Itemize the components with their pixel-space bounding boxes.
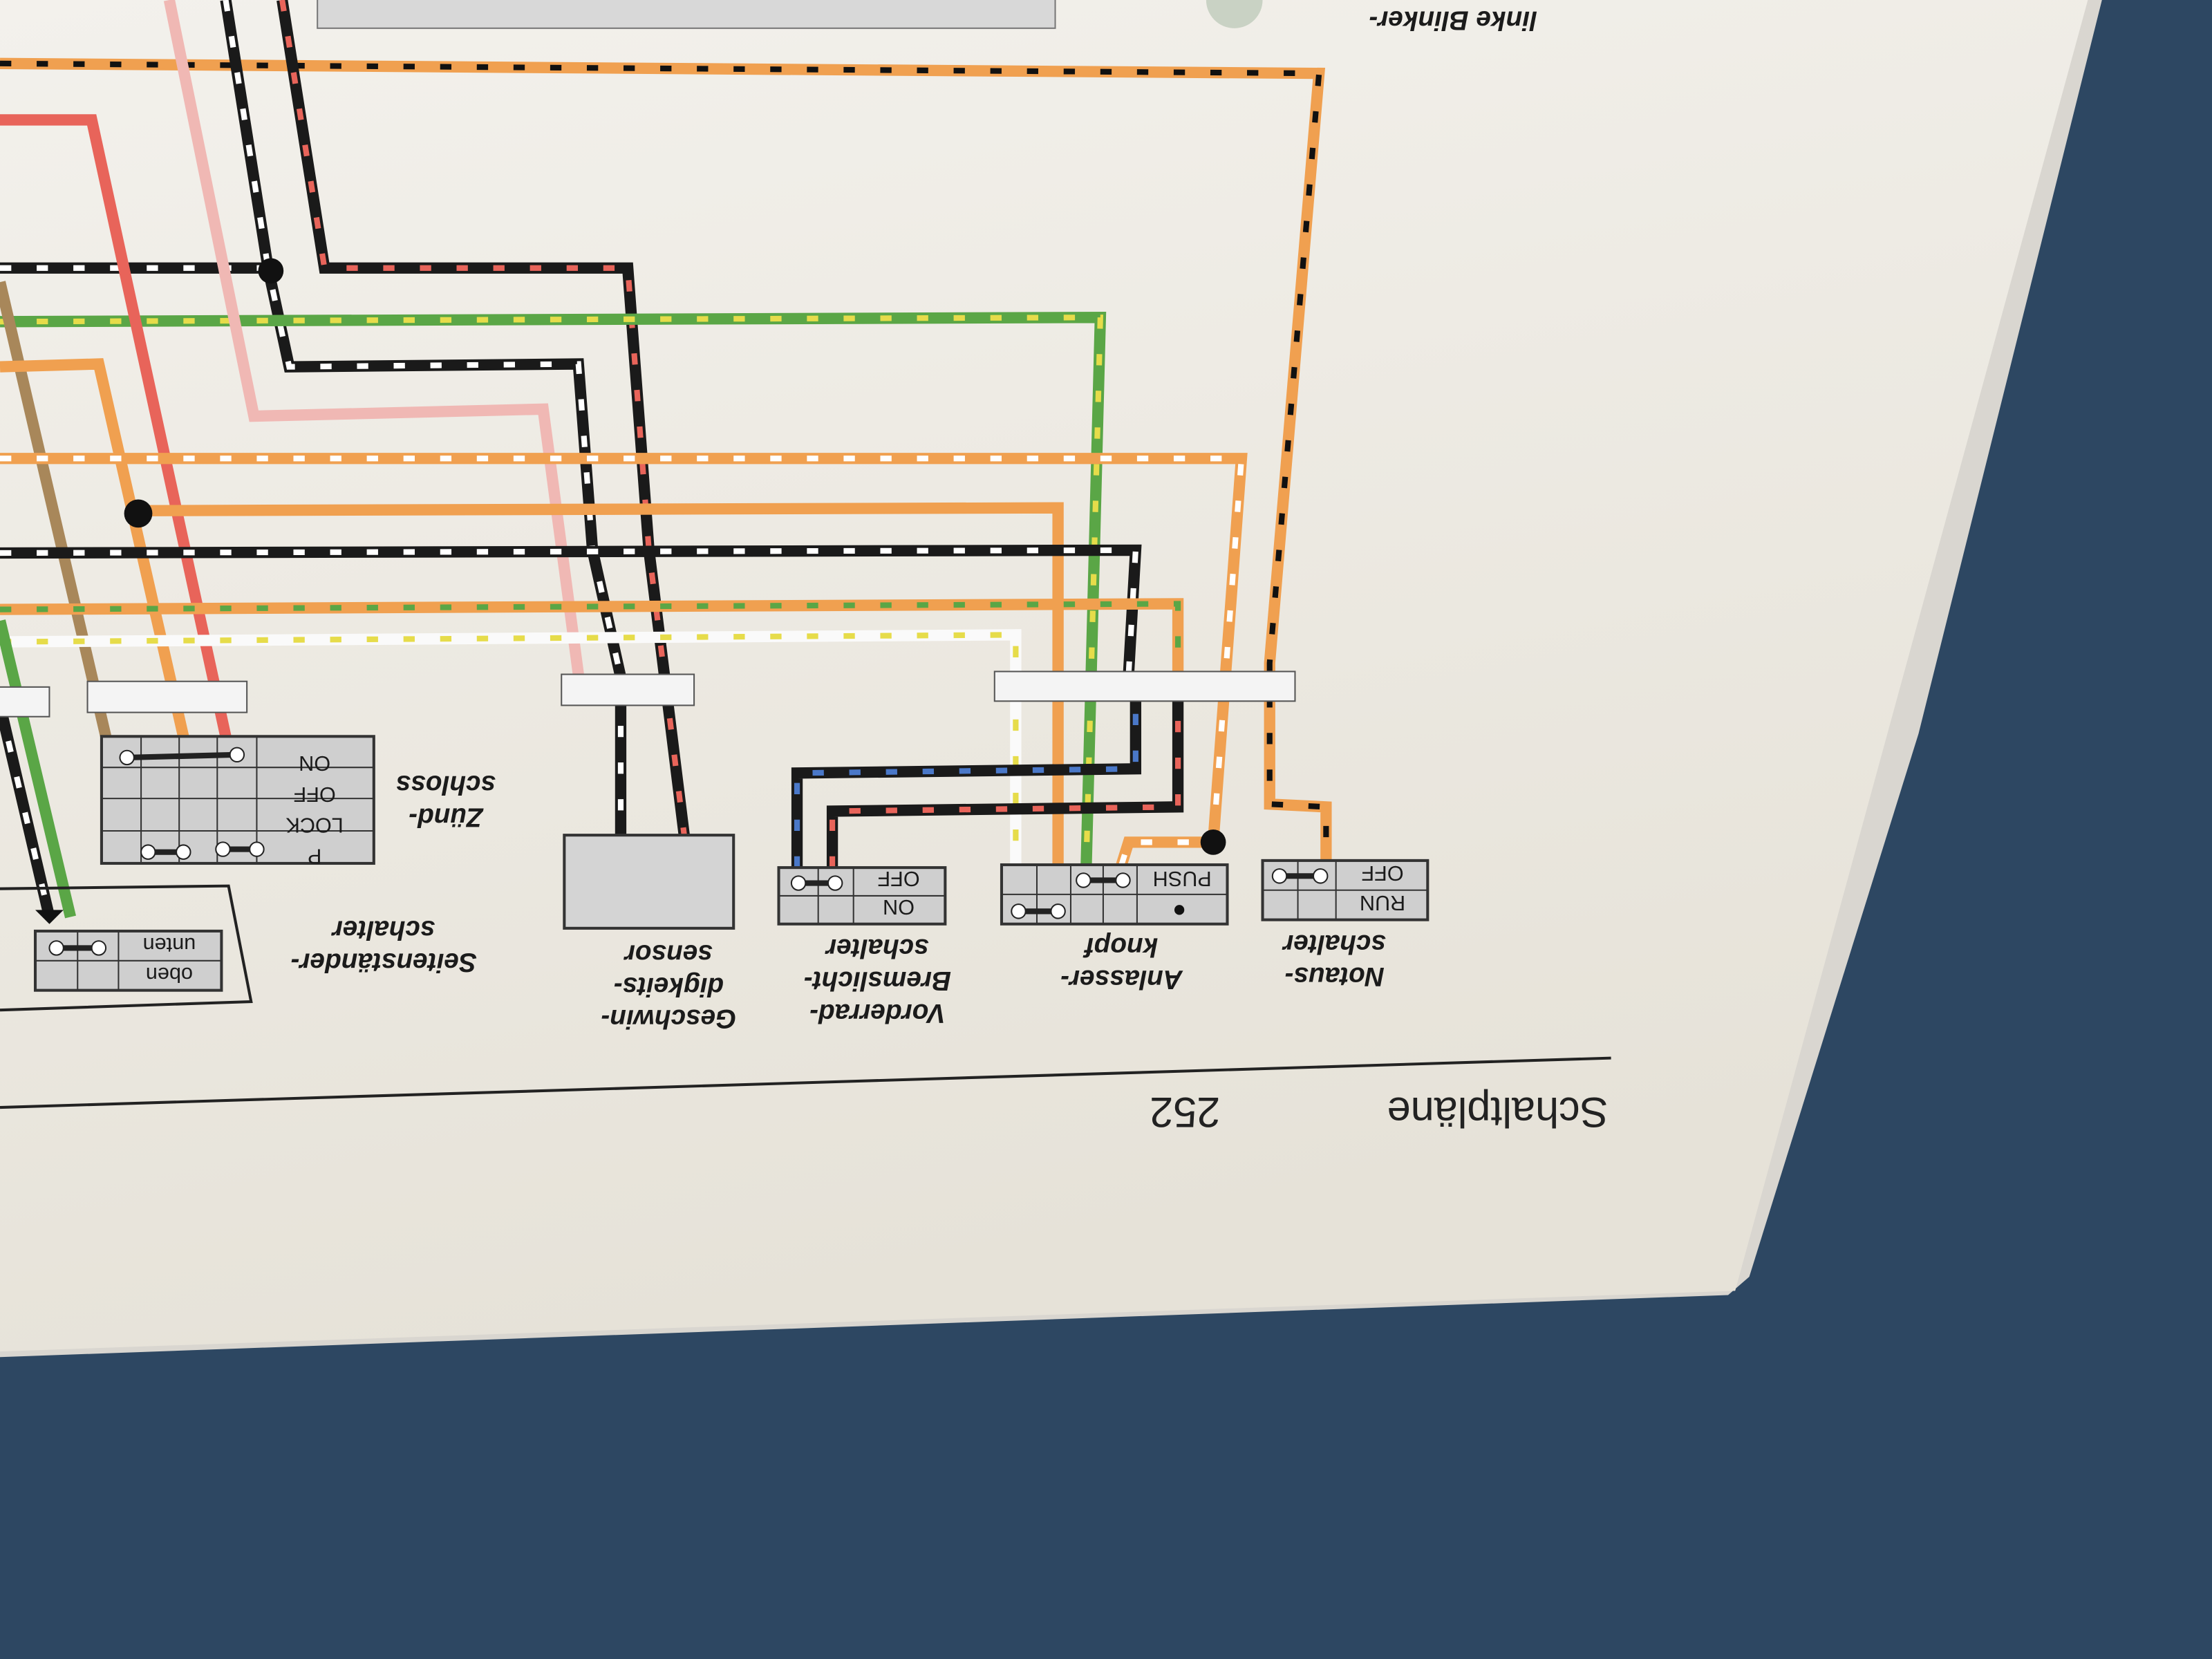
connector-left [0,686,50,718]
label-line: Zünd- [409,802,484,832]
ignition-pos-on: ON [299,751,330,775]
label-line: Seitenständer- [290,948,476,977]
wire-stripe-orange-black [0,60,1329,861]
speed-sensor-box [563,834,735,930]
label-line: Geschwin- [601,1004,736,1033]
label-left-indicator: linke Blinker- [1369,5,1537,35]
label-sidestand: Seitenständer- schalter [290,915,476,977]
indicator-lamp [1206,0,1263,28]
ignition-switch: P LOCK OFF ON [100,735,375,868]
wire-stripe-green-yellow [0,315,1104,865]
wire-red [0,114,232,738]
label-line: Vorderrad- [809,998,946,1028]
sidestand-pos-oben: oben [146,963,193,986]
label-ignition: Zünd- schloss [396,769,496,832]
label-line: knopf [1082,932,1159,962]
ignition-pos-lock: LOCK [285,814,344,837]
label-kill-switch: Notaus- schalter [1282,929,1386,991]
junction-dot [124,499,153,528]
label-line: Notaus- [1284,962,1384,991]
label-brake-switch: Vorderrad- Bremslicht- schalter [804,933,951,1028]
kill-pos-run: RUN [1360,891,1405,915]
front-brake-switch: ON OFF [777,866,947,926]
starter-button-switch: PUSH [1000,863,1229,926]
footer-rule [0,1056,1611,1109]
wire-orange-solid [138,502,1064,865]
wire-stripe-black-red-2 [830,701,1181,868]
ignition-pos-off: OFF [293,782,335,806]
connector-speed-sensor [561,673,695,706]
junction-dot [258,258,284,284]
page-number: 252 [1150,1089,1220,1136]
wire-stripe-black-white-3 [0,547,1139,675]
brake-pos-on: ON [883,895,915,919]
wire-green [0,619,76,919]
label-line: digkeits- [614,971,724,1001]
wire-brown [0,281,112,738]
label-line: schalter [825,933,929,963]
wire-black-red [276,0,690,836]
sidestand-switch: oben unten [0,884,253,1012]
wire-black-white-4 [0,704,55,919]
kill-switch: RUN OFF [1261,859,1430,921]
wire-stripe-black-white [223,0,624,836]
kill-pos-off: OFF [1361,861,1403,885]
label-line: Anlasser- [1060,964,1183,994]
diode-icon [35,910,64,924]
label-starter: Anlasser- knopf [1060,932,1183,994]
connector-ignition [86,680,248,713]
connector-right-switches [993,671,1296,702]
wire-stripe-white-yellow [0,632,1019,865]
label-line: sensor [624,939,713,968]
label-speed-sensor: Geschwin- digkeits- sensor [601,939,736,1033]
wire-stripe-black-blue [794,701,1138,868]
brake-pos-off: OFF [877,867,919,890]
starter-pos-push: PUSH [1153,867,1212,890]
top-component-box [317,0,1056,29]
wire-pink [163,0,584,675]
label-line: schalter [1282,929,1386,959]
sidestand-pos-unten: unten [143,933,196,957]
label-line: schalter [331,915,435,945]
wire-stripe-orange-green [0,601,1181,675]
page-section-title: Schaltpläne [1387,1089,1609,1136]
label-line: schloss [396,769,496,799]
ignition-pos-p: P [308,845,321,868]
label-line: Bremslicht- [804,966,951,995]
junction-dot [1200,830,1226,855]
